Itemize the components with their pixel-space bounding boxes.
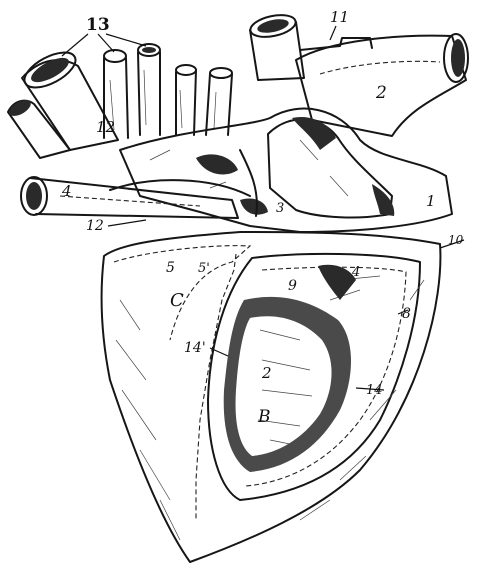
label-9: 9 (288, 278, 297, 294)
label-13: 13 (86, 15, 110, 35)
label-2-chamber: 2 (261, 364, 272, 382)
label-12-lower: 12 (86, 218, 104, 234)
label-5: 5 (166, 260, 175, 276)
label-8: 8 (402, 306, 411, 322)
vessel-group-13 (7, 44, 232, 158)
label-10: 10 (448, 233, 464, 247)
label-5-prime: 5' (198, 261, 210, 276)
label-11: 11 (330, 8, 349, 26)
label-2-vessel: 2 (375, 83, 387, 103)
vessel-4 (21, 177, 250, 218)
label-B: B (257, 407, 271, 427)
vessel-11 (248, 11, 372, 80)
ventricle-body (102, 232, 441, 562)
label-14-prime: 14' (184, 340, 206, 356)
label-4-vessel: 4 (61, 182, 72, 200)
label-12-upper: 12 (96, 118, 115, 136)
label-14: 14 (366, 383, 383, 398)
label-1: 1 (426, 192, 436, 210)
atrium-region (120, 109, 452, 232)
label-4-chamber: 4 (351, 265, 360, 280)
label-C: C (170, 290, 184, 311)
label-3: 3 (276, 201, 284, 216)
